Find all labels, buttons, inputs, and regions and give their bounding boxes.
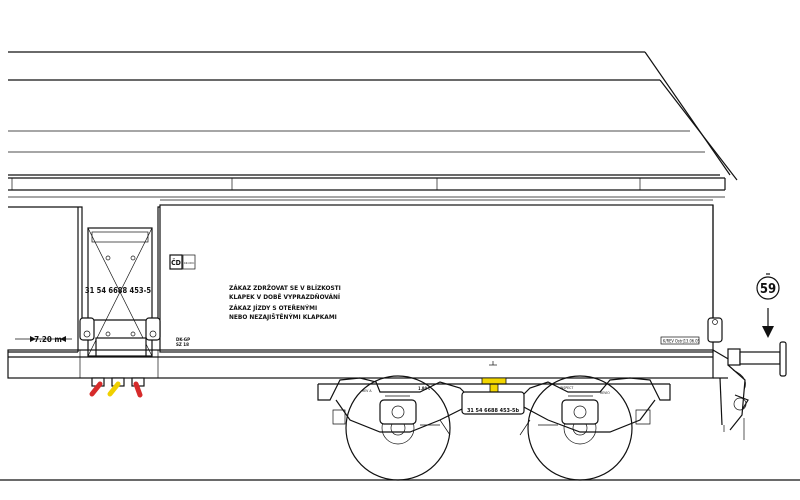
upper-rail-band [8, 177, 726, 198]
warning-line-2: KLAPEK V DOBĚ VYPRAZDŇOVÁNÍ [229, 292, 340, 301]
bogie-left-label: REV A [362, 389, 372, 393]
warning-line-3: ZÁKAZ JÍZDY S OTEŘENÝMI [229, 303, 317, 312]
lifting-point-icon [481, 377, 507, 393]
left-body-panel [8, 206, 79, 353]
dimension-mark: 7.20 m [15, 335, 72, 344]
operator-mark: ČD CZ-CDC [169, 254, 196, 270]
dimension-label: 7.20 m [34, 335, 62, 344]
small-label-1: DK-GP [176, 337, 190, 343]
main-body-panel [159, 199, 714, 353]
red-handle-left [89, 381, 103, 397]
callout-59: 59 [756, 273, 780, 338]
roof [8, 51, 738, 181]
wagon-number-left: 31 54 6688 453-5 [85, 286, 151, 295]
bogie-right-label-1: INSPECT [560, 386, 573, 390]
wagon-number-bogie: 31 54 6688 453-5b [467, 408, 520, 414]
revision-box [660, 336, 700, 345]
operator-mark-text: ČD [171, 258, 181, 267]
revision-label: K/REV Ostr|13.06.05 [663, 339, 700, 344]
operator-mark-side: CZ-CDC [184, 261, 195, 265]
callout-number: 59 [760, 282, 776, 297]
small-label-2: SZ 18 [176, 342, 189, 348]
warning-line-1: ZÁKAZ ZDRŽOVAT SE V BLÍZKOSTI [229, 283, 341, 292]
warning-text-block: ZÁKAZ ZDRŽOVAT SE V BLÍZKOSTI KLAPEK V D… [229, 283, 341, 321]
hatch-handles [89, 377, 145, 398]
yellow-handle [107, 381, 121, 397]
bogie: 31 54 6688 453-5b REV A 1.80 t INSPECT R… [317, 375, 671, 481]
hatch-door: 31 54 6688 453-5 [78, 206, 161, 357]
down-arrow-icon [762, 326, 774, 338]
right-end-fittings [707, 317, 787, 440]
warning-line-4: NEBO NEZAJIŠTĚNÝMI KLAPKAMI [229, 312, 337, 321]
red-handle-right [133, 381, 143, 398]
lifting-mark [481, 361, 507, 393]
bogie-center-label: 1.80 t [418, 386, 430, 391]
bogie-right-label-2: REVIO [600, 391, 610, 395]
